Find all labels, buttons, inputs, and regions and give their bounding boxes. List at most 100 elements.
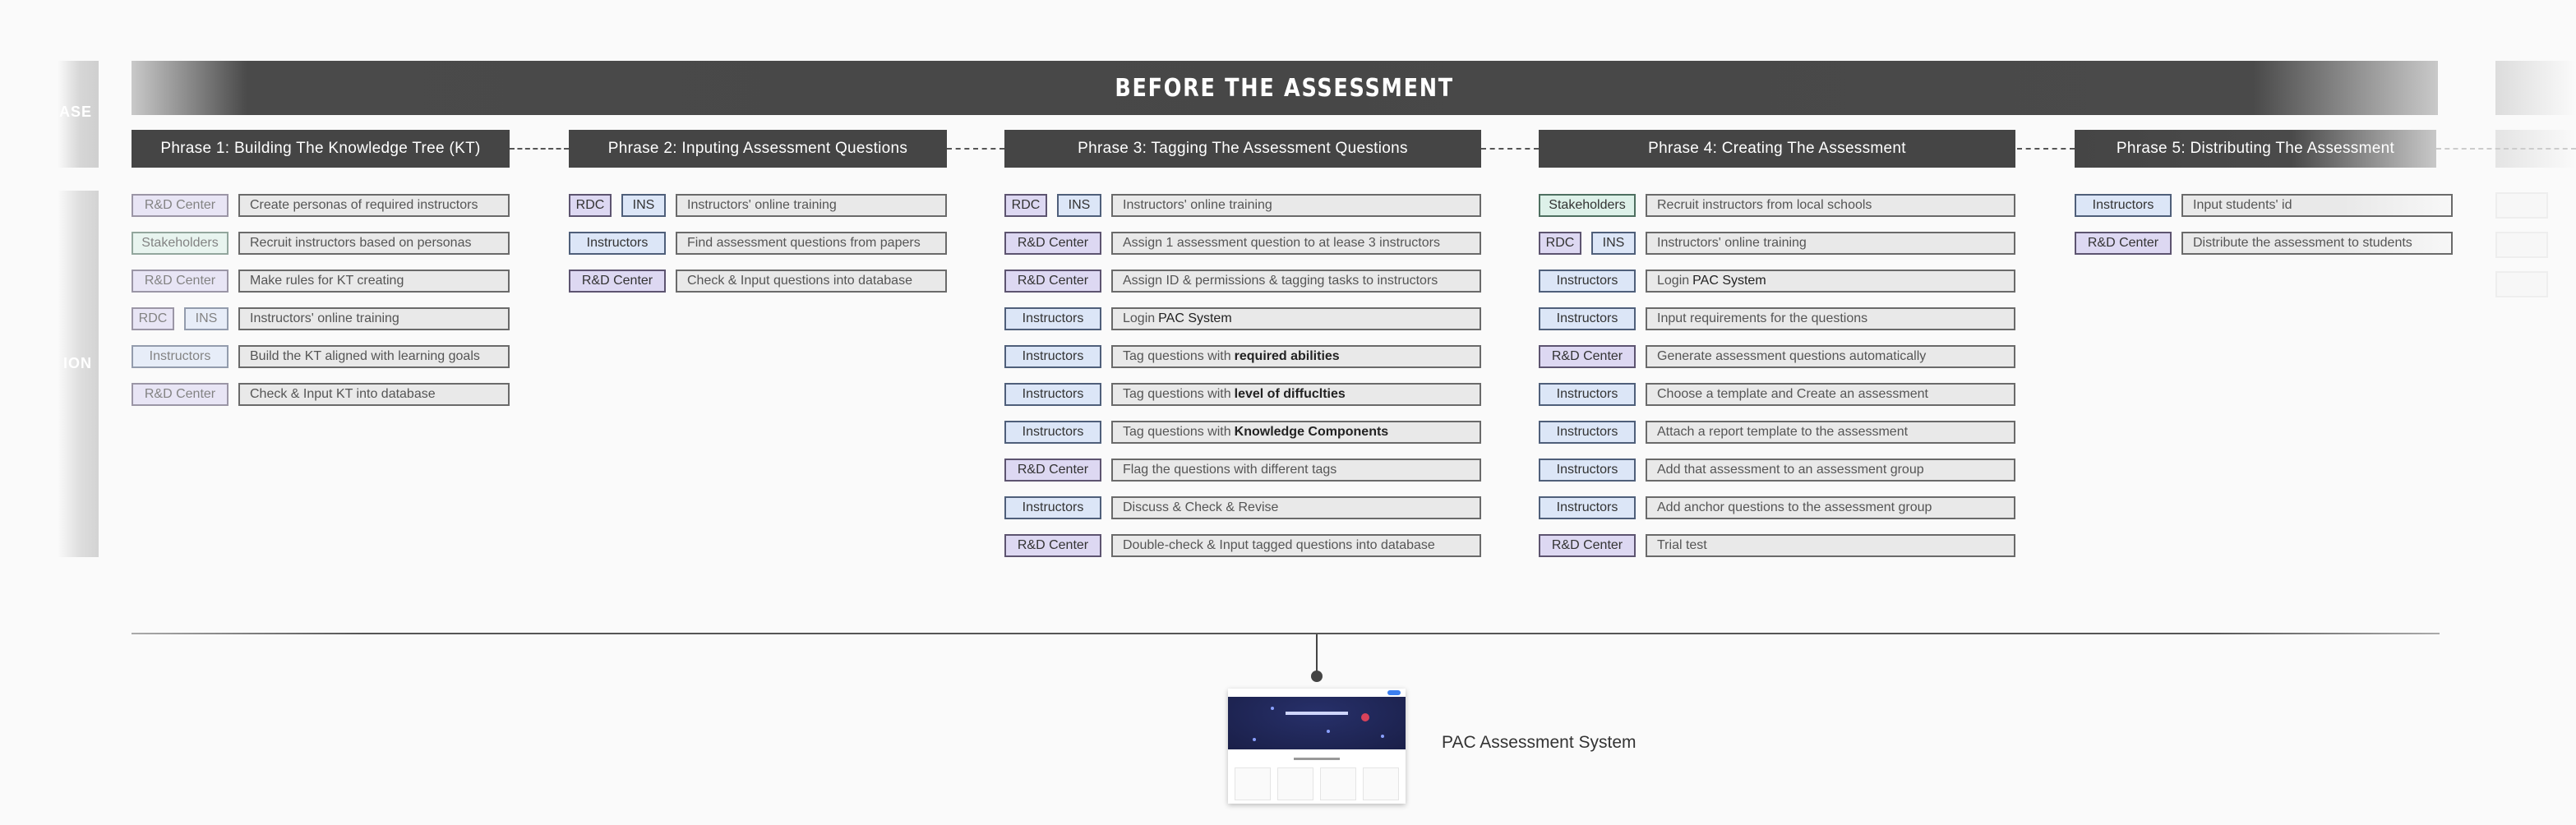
task-box: Make rules for KT creating: [238, 270, 510, 293]
role-tag: RDC: [569, 194, 612, 217]
task-box: Generate assessment questions automatica…: [1646, 345, 2015, 368]
task-row: RDC INS Instructors' online training: [1539, 231, 2015, 256]
task-row: Instructors Attach a report template to t…: [1539, 420, 2015, 445]
task-box: Find assessment questions from papers: [676, 232, 947, 255]
task-text: Instructors' online training: [1123, 198, 1272, 212]
ghost-next-items: [2495, 192, 2576, 311]
role-tag: Instructors: [1539, 496, 1636, 519]
role-tag: Instructors: [1004, 383, 1101, 406]
task-emphasis: required abilities: [1234, 349, 1340, 363]
task-emphasis: PAC System: [1158, 311, 1232, 325]
role-tag: Instructors: [1004, 345, 1101, 368]
task-row: R&D Center Check & Input questions into d…: [569, 269, 947, 293]
timeline-line: [132, 633, 2440, 634]
role-tag: R&D Center: [132, 270, 229, 293]
role-tag: RDC: [1004, 194, 1047, 217]
role-tag: Instructors: [1539, 421, 1636, 444]
task-box: Assign 1 assessment question to at lease…: [1111, 232, 1481, 255]
task-text: Choose a template and Create an assessme…: [1657, 387, 1928, 401]
ghost-action-label: ION: [62, 355, 92, 371]
task-text: Input requirements for the questions: [1657, 311, 1868, 325]
task-text: Discuss & Check & Revise: [1123, 500, 1279, 514]
task-emphasis: PAC System: [1692, 274, 1766, 288]
task-box: Input requirements for the questions: [1646, 307, 2015, 330]
phase-connector: [947, 148, 1004, 150]
role-tag: Stakeholders: [1539, 194, 1636, 217]
task-text: Build the KT aligned with learning goals: [250, 349, 480, 363]
task-row: Instructors Discuss & Check & Revise: [1004, 495, 1481, 520]
phase-connector: [510, 148, 569, 150]
task-text: Instructors' online training: [1657, 236, 1807, 250]
task-text: Create personas of required instructors: [250, 198, 478, 212]
stage-banner-title: BEFORE THE ASSESSMENT: [1115, 73, 1455, 103]
task-text: Recruit instructors from local schools: [1657, 198, 1872, 212]
role-tag: RDC: [1539, 232, 1581, 255]
task-box: Build the KT aligned with learning goals: [238, 345, 510, 368]
role-tag: R&D Center: [1539, 534, 1636, 557]
task-row: R&D Center Distribute the assessment to s…: [2075, 231, 2453, 256]
task-box: Instructors' online training: [1646, 232, 2015, 255]
task-box: Distribute the assessment to students: [2181, 232, 2453, 255]
role-tag: INS: [1057, 194, 1101, 217]
ghost-phase-column: ASE: [58, 61, 99, 168]
role-tag: Stakeholders: [132, 232, 229, 255]
role-tag: Instructors: [1004, 496, 1101, 519]
role-tag: R&D Center: [2075, 232, 2172, 255]
task-text: Make rules for KT creating: [250, 274, 404, 288]
task-row: Instructors Input students' id: [2075, 193, 2453, 218]
task-box: Recruit instructors based on personas: [238, 232, 510, 255]
role-tag: R&D Center: [1004, 534, 1101, 557]
task-text: Assign ID & permissions & tagging tasks …: [1123, 274, 1438, 288]
pac-system-label: PAC Assessment System: [1442, 733, 1637, 752]
task-text: Login: [1657, 274, 1690, 288]
task-box: Input students' id: [2181, 194, 2453, 217]
task-box: Instructors' online training: [1111, 194, 1481, 217]
ghost-action-column: ION: [58, 191, 99, 557]
task-text: Flag the questions with different tags: [1123, 463, 1337, 477]
task-box: Flag the questions with different tags: [1111, 459, 1481, 482]
phase-header-1: Phrase 1: Building The Knowledge Tree (K…: [132, 130, 510, 168]
pac-system-screenshot: [1228, 689, 1406, 804]
timeline-stem: [1316, 634, 1318, 675]
phase-header-4: Phrase 4: Creating The Assessment: [1539, 130, 2015, 168]
task-text: Tag questions with: [1123, 349, 1231, 363]
task-text: Find assessment questions from papers: [687, 236, 921, 250]
task-box: Double-check & Input tagged questions in…: [1111, 534, 1481, 557]
role-tag: R&D Center: [569, 270, 666, 293]
task-box: Discuss & Check & Revise: [1111, 496, 1481, 519]
role-tag: Instructors: [2075, 194, 2172, 217]
task-text: Tag questions with: [1123, 387, 1231, 401]
task-box: Add that assessment to an assessment gro…: [1646, 459, 2015, 482]
task-row: R&D Center Assign ID & permissions & tagg…: [1004, 269, 1481, 293]
role-tag: Instructors: [1539, 383, 1636, 406]
role-tag: INS: [621, 194, 666, 217]
task-row: Stakeholders Recruit instructors from loc…: [1539, 193, 2015, 218]
task-row: Stakeholders Recruit instructors based on…: [132, 231, 510, 256]
task-text: Tag questions with: [1123, 425, 1231, 439]
ghost-phase-label: ASE: [58, 104, 92, 120]
role-tag: R&D Center: [132, 383, 229, 406]
task-box: Create personas of required instructors: [238, 194, 510, 217]
task-box: Choose a template and Create an assessme…: [1646, 383, 2015, 406]
task-text: Check & Input questions into database: [687, 274, 912, 288]
task-box: Check & Input KT into database: [238, 383, 510, 406]
role-tag: R&D Center: [1004, 270, 1101, 293]
task-text: Attach a report template to the assessme…: [1657, 425, 1909, 439]
role-tag: INS: [1591, 232, 1636, 255]
task-row: R&D Center Make rules for KT creating: [132, 269, 510, 293]
task-text: Add anchor questions to the assessment g…: [1657, 500, 1932, 514]
task-box: Add anchor questions to the assessment g…: [1646, 496, 2015, 519]
phase-header-5: Phrase 5: Distributing The Assessment: [2075, 130, 2436, 168]
